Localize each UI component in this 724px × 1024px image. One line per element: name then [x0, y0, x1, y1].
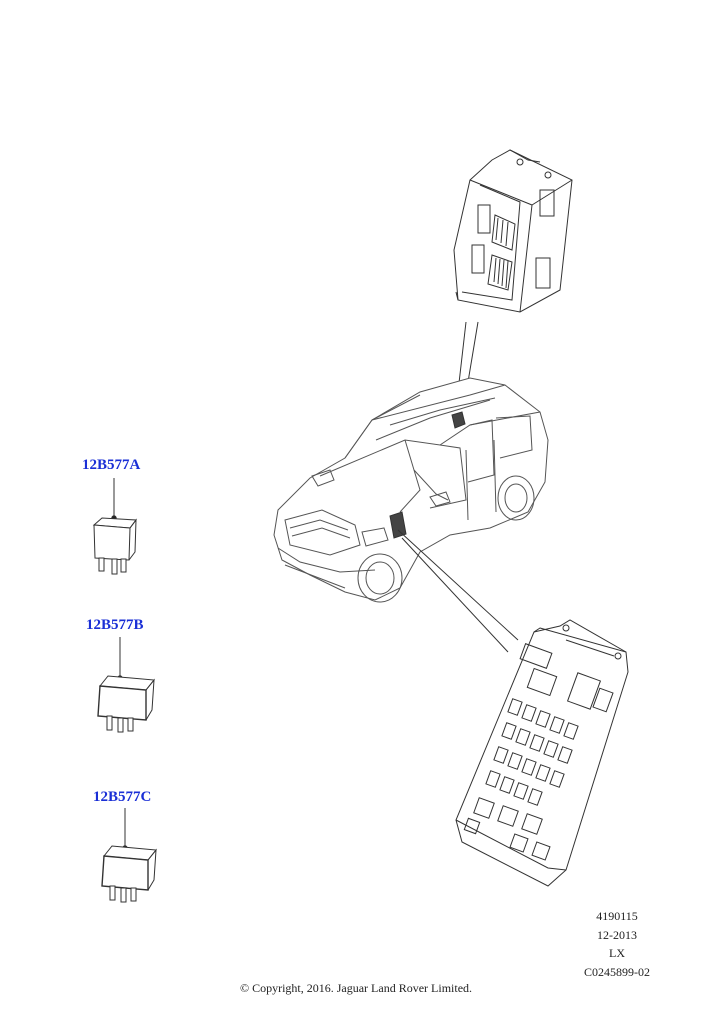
vehicle-outline	[273, 377, 549, 603]
roof-module-marker	[451, 411, 466, 429]
part-label-12b577a[interactable]: 12B577A	[82, 457, 141, 473]
part-label-12b577b[interactable]: 12B577B	[86, 617, 144, 633]
fuse-array	[463, 643, 614, 861]
dash-module-marker	[389, 511, 407, 539]
drawing-date: 12-2013	[597, 927, 637, 942]
drawing-model-code: LX	[609, 946, 625, 960]
relay-a[interactable]	[92, 478, 137, 575]
upper-control-module	[453, 149, 573, 313]
drawing-info: 4190115 12-2013 LX C0245899-02	[572, 907, 662, 981]
drawing-reference: C0245899-02	[584, 964, 650, 979]
part-label-12b577c[interactable]: 12B577C	[93, 789, 152, 805]
copyright-notice: © Copyright, 2016. Jaguar Land Rover Lim…	[239, 981, 473, 995]
drawing-number: 4190115	[596, 909, 638, 923]
relay-c[interactable]	[101, 808, 157, 903]
lower-junction-box	[455, 619, 629, 887]
relay-b[interactable]	[97, 637, 155, 733]
